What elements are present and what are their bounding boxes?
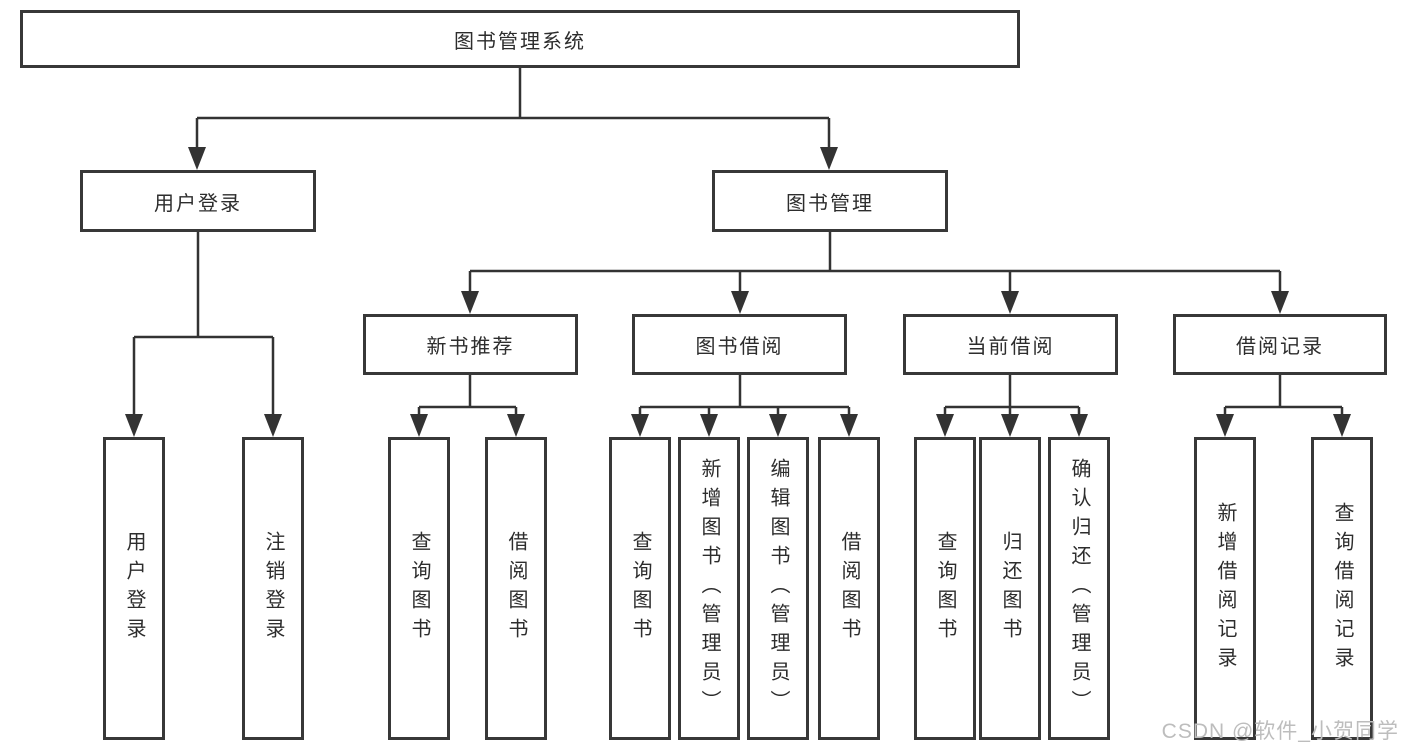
node-book-borrow: 图书借阅 [632, 314, 847, 375]
csdn-watermark: CSDN @软件_小贺同学 [1161, 720, 1399, 743]
leaf-current-confirm-return-admin: 确认归还（管理员） [1048, 437, 1110, 740]
leaf-borrow-query-books: 查询图书 [609, 437, 671, 740]
node-root-system: 图书管理系统 [20, 10, 1020, 68]
leaf-records-add-record: 新增借阅记录 [1194, 437, 1256, 740]
connector-borrow-records-children [1216, 375, 1351, 437]
leaf-newbook-borrow-books: 借阅图书 [485, 437, 547, 740]
node-book-management: 图书管理 [712, 170, 948, 232]
leaf-borrow-borrow-books: 借阅图书 [818, 437, 880, 740]
leaf-records-query-record: 查询借阅记录 [1311, 437, 1373, 740]
connector-book-borrow-children [631, 375, 858, 437]
connector-user-login-children [125, 232, 282, 437]
node-user-login: 用户登录 [80, 170, 316, 232]
leaf-newbook-query-books: 查询图书 [388, 437, 450, 740]
node-borrow-records: 借阅记录 [1173, 314, 1387, 375]
leaf-current-query-books: 查询图书 [914, 437, 976, 740]
leaf-current-return-books: 归还图书 [979, 437, 1041, 740]
leaf-user-login: 用户登录 [103, 437, 165, 740]
leaf-borrow-edit-books-admin: 编辑图书（管理员） [747, 437, 809, 740]
connector-current-borrow-children [936, 375, 1088, 437]
leaf-logout: 注销登录 [242, 437, 304, 740]
connector-root-to-level2 [188, 68, 838, 170]
leaf-borrow-add-books-admin: 新增图书（管理员） [678, 437, 740, 740]
node-current-borrow: 当前借阅 [903, 314, 1118, 375]
connector-book-management-children [461, 232, 1289, 314]
node-new-book-recommend: 新书推荐 [363, 314, 578, 375]
connector-new-book-children [410, 375, 525, 437]
